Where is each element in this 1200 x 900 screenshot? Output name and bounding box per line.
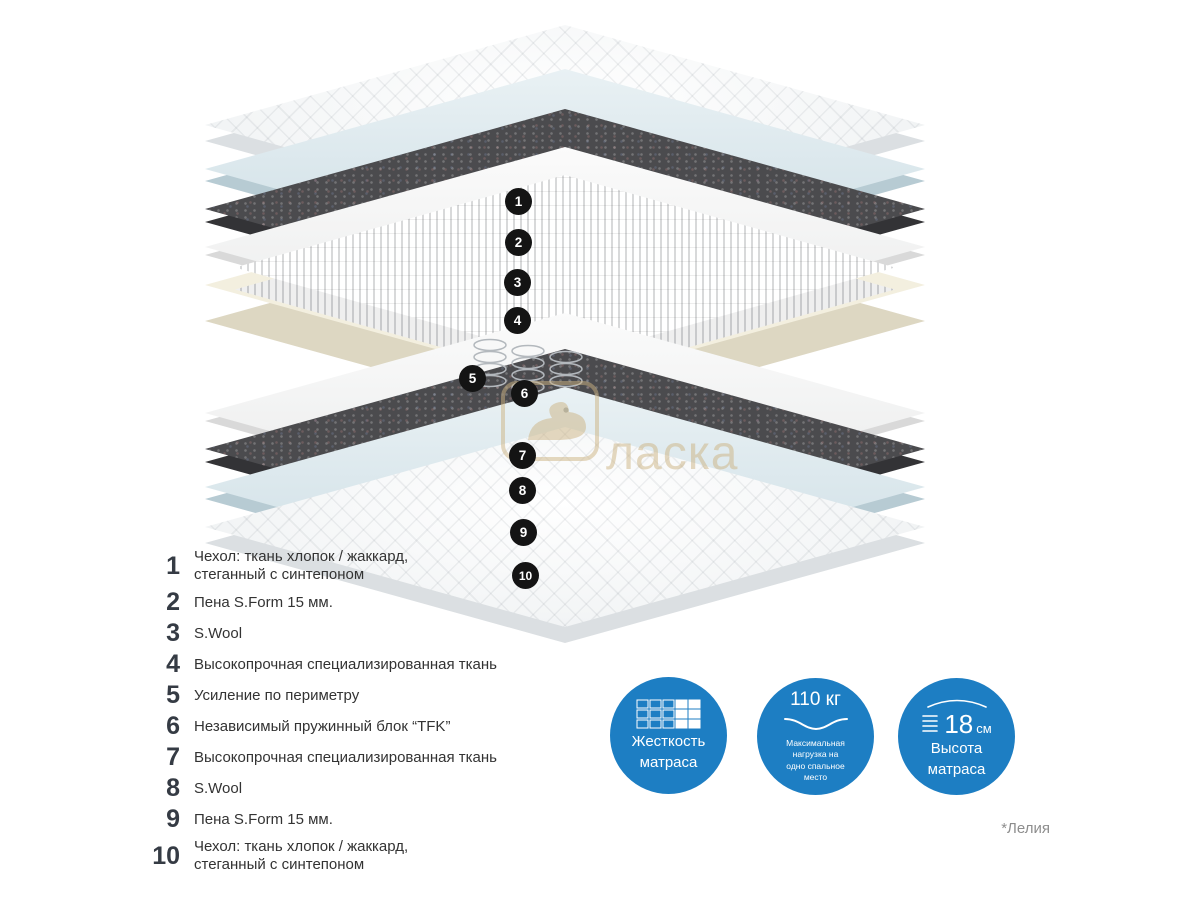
diagram-badge-10: 10 xyxy=(512,562,539,589)
legend-label: Чехол: ткань хлопок / жаккард, стеганный… xyxy=(194,838,409,873)
legend-number: 5 xyxy=(166,681,180,709)
feature-load-value: 110 кг xyxy=(790,689,841,711)
legend-item: 3 S.Wool xyxy=(120,621,570,646)
legend-item: 9 Пена S.Form 15 мм. xyxy=(120,807,570,832)
legend-item: 10 Чехол: ткань хлопок / жаккард, стеган… xyxy=(120,838,570,874)
layer-stack xyxy=(185,25,955,685)
legend-label: Чехол: ткань хлопок / жаккард, стеганный… xyxy=(194,548,409,583)
legend-number: 8 xyxy=(166,774,180,802)
legend-number: 10 xyxy=(152,841,180,870)
feature-hardness-line1: Жесткость xyxy=(631,733,706,751)
load-sag-icon xyxy=(783,718,848,731)
height-arc-icon xyxy=(926,700,987,709)
watermark: ласка xyxy=(500,380,738,481)
legend-number: 7 xyxy=(166,743,180,771)
legend-item: 5 Усиление по периметру xyxy=(120,683,570,708)
legend-number: 4 xyxy=(166,650,180,678)
feature-height: 18 см Высота матраса xyxy=(898,678,1015,795)
legend-label: Высокопрочная специализированная ткань xyxy=(194,655,497,673)
legend-label: Независимый пружинный блок “TFK” xyxy=(194,717,451,735)
feature-hardness-line2: матраса xyxy=(639,754,698,771)
diagram-badge-8: 8 xyxy=(509,477,536,504)
feature-load-caption: Максимальная нагрузка на одно спальное м… xyxy=(786,738,845,782)
legend-label: Усиление по периметру xyxy=(194,686,360,704)
feature-height-value: 18 xyxy=(944,709,974,740)
legend-item: 1 Чехол: ткань хлопок / жаккард, стеганн… xyxy=(120,548,570,584)
feature-max-load: 110 кг Максимальная нагрузка на одно спа… xyxy=(757,678,874,795)
feature-height-value-row: 18 см xyxy=(921,709,992,740)
legend-label: S.Wool xyxy=(194,624,243,642)
diagram-badge-4: 4 xyxy=(504,307,531,334)
mattress-layers-icon xyxy=(922,715,939,733)
diagram-badge-2: 2 xyxy=(505,229,532,256)
legend-label: Пена S.Form 15 мм. xyxy=(194,810,333,828)
feature-height-unit: см xyxy=(976,720,992,736)
watermark-logo-icon xyxy=(501,381,599,461)
legend-number: 1 xyxy=(166,551,180,580)
diagram-badge-9: 9 xyxy=(510,519,537,546)
diagram-badge-1: 1 xyxy=(505,188,532,215)
legend-item: 4 Высокопрочная специализированная ткань xyxy=(120,652,570,677)
legend: 1 Чехол: ткань хлопок / жаккард, стеганн… xyxy=(120,548,570,880)
legend-label: Пена S.Form 15 мм. xyxy=(194,593,333,611)
legend-number: 2 xyxy=(166,588,180,616)
feature-hardness: Жесткость матраса xyxy=(610,677,727,794)
legend-item: 6 Независимый пружинный блок “TFK” xyxy=(120,714,570,739)
legend-number: 3 xyxy=(166,619,180,647)
feature-height-line2: матраса xyxy=(927,761,986,778)
diagram-badge-7: 7 xyxy=(509,442,536,469)
diagram-badge-5: 5 xyxy=(459,365,486,392)
feature-height-line1: Высота xyxy=(930,740,983,758)
legend-label: Высокопрочная специализированная ткань xyxy=(194,748,497,766)
hardness-grid-icon xyxy=(636,699,700,729)
legend-label: S.Wool xyxy=(194,779,243,797)
legend-number: 9 xyxy=(166,805,180,833)
diagram-badge-6: 6 xyxy=(511,380,538,407)
model-footnote: *Лелия xyxy=(1001,820,1050,837)
diagram-badge-3: 3 xyxy=(504,269,531,296)
legend-item: 2 Пена S.Form 15 мм. xyxy=(120,590,570,615)
watermark-text: ласка xyxy=(606,427,739,480)
legend-item: 7 Высокопрочная специализированная ткань xyxy=(120,745,570,770)
legend-item: 8 S.Wool xyxy=(120,776,570,801)
legend-number: 6 xyxy=(166,712,180,740)
